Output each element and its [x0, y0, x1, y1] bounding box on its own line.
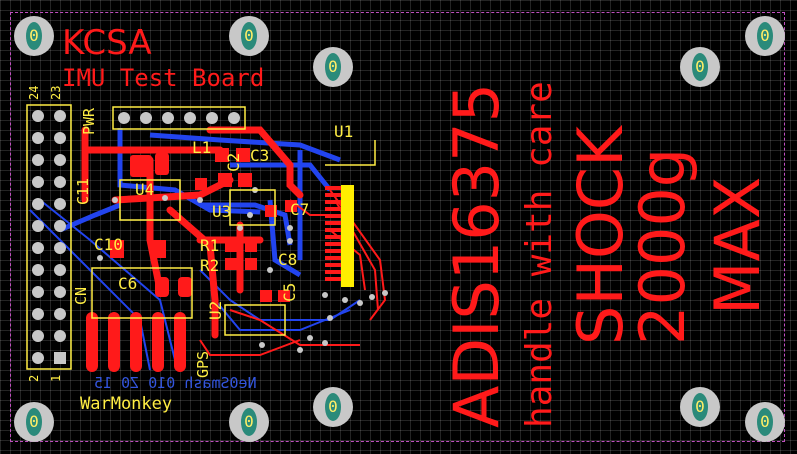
designator-u2[interactable]: U2 [206, 300, 225, 320]
mounting-hole: 0 [229, 16, 269, 56]
mounting-hole: 0 [313, 47, 353, 87]
designator-c5[interactable]: C5 [280, 282, 299, 302]
designator-cn[interactable]: CN [72, 286, 90, 305]
shock-label: SHOCK [564, 126, 637, 345]
mounting-hole: 0 [680, 47, 720, 87]
mounting-hole: 0 [313, 387, 353, 427]
board-outline [10, 12, 785, 442]
designator-c10[interactable]: C10 [94, 235, 123, 254]
designator-gps[interactable]: GPS [194, 350, 212, 378]
mounting-hole: 0 [745, 16, 785, 56]
designator-l1[interactable]: L1 [192, 138, 212, 157]
max-label: MAX [701, 176, 774, 315]
pin-label-23: 23 [49, 85, 63, 100]
designator-c2[interactable]: C2 [224, 152, 243, 172]
designator-pwr[interactable]: PWR [80, 107, 98, 135]
mounting-hole: 0 [680, 387, 720, 427]
mounting-hole: 0 [229, 402, 269, 442]
fpc-connector-body [341, 185, 354, 287]
designator-r1[interactable]: R1 [200, 236, 220, 255]
designator-u4[interactable]: U4 [135, 180, 155, 199]
sensor-label: ADIS16375 [440, 82, 513, 428]
mounting-hole: 0 [14, 402, 54, 442]
designator-u3[interactable]: U3 [212, 202, 232, 221]
pin-label-1: 1 [49, 374, 63, 382]
pin-label-2: 2 [27, 374, 41, 382]
designator-c8[interactable]: C8 [278, 250, 298, 269]
designator-c7[interactable]: C7 [290, 200, 310, 219]
designator-c3[interactable]: C3 [250, 146, 270, 165]
designator-c11[interactable]: C11 [74, 177, 92, 205]
mounting-hole: 0 [745, 402, 785, 442]
designator-c6[interactable]: C6 [118, 274, 138, 293]
pin-label-24: 24 [27, 85, 41, 100]
designator-r2[interactable]: R2 [200, 256, 220, 275]
mounting-hole: 0 [14, 16, 54, 56]
board-subtitle: IMU Test Board [62, 64, 265, 92]
mirrored-bottom-text: Ne0Smash 010 Z0 15 [94, 374, 257, 392]
author-label: WarMonkey [80, 394, 173, 414]
shock-value: 2000g [626, 147, 699, 345]
designator-u1[interactable]: U1 [334, 122, 354, 141]
handle-label: handle with care [519, 81, 560, 428]
board-title: KCSA [62, 23, 152, 63]
